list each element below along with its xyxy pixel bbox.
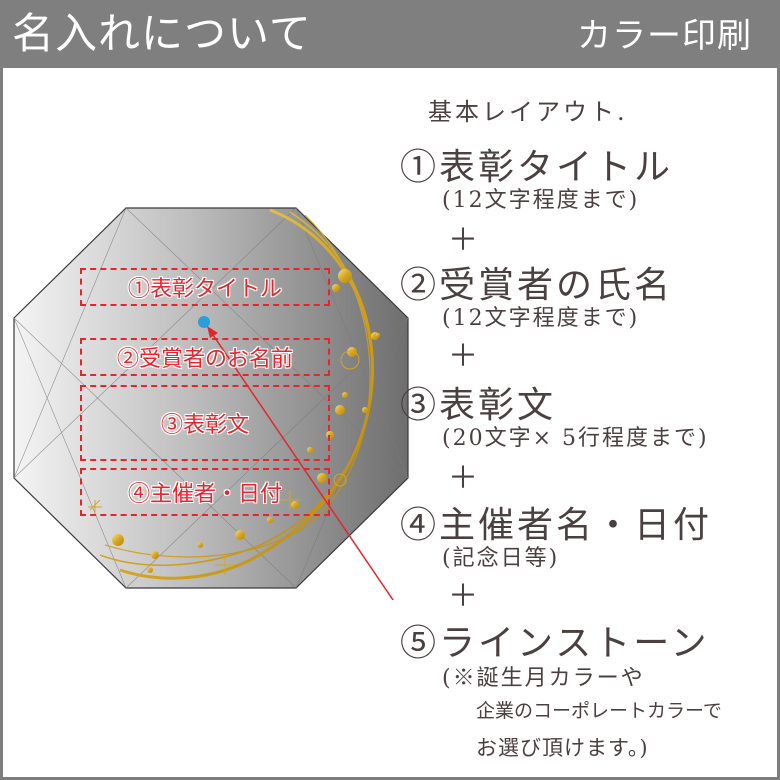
zone-label: ①表彰タイトル	[127, 277, 282, 302]
zone-award-title: ①表彰タイトル	[80, 268, 330, 306]
item-award-text: ③表彰文	[400, 385, 557, 426]
zone-label: ②受賞者のお名前	[116, 347, 293, 372]
header-bar: 名入れについて カラー印刷	[0, 0, 780, 68]
zone-organizer-date: ④主催者・日付	[80, 468, 330, 516]
item-organizer-date-note: (記念日等)	[442, 546, 560, 571]
zone-award-text: ③表彰文	[80, 385, 330, 461]
plus-icon: ＋	[448, 579, 478, 614]
zone-label: ③表彰文	[160, 413, 249, 438]
item-recipient-name-note: (12文字程度まで)	[442, 306, 640, 331]
item-rhinestone-note-line3: お選び頂けます。)	[476, 736, 649, 760]
zone-label: ④主催者・日付	[127, 482, 282, 507]
layout-heading: 基本レイアウト.	[428, 98, 628, 126]
item-rhinestone: ⑤ラインストーン	[400, 623, 710, 664]
zone-recipient-name: ②受賞者のお名前	[80, 338, 330, 376]
plus-icon: ＋	[448, 339, 478, 374]
item-rhinestone-note-line2: 企業のコーポレートカラーで	[476, 700, 722, 722]
rhinestone-marker-icon	[198, 316, 210, 328]
item-organizer-date: ④主催者名・日付	[400, 505, 713, 546]
print-type-label: カラー印刷	[577, 16, 752, 56]
plus-icon: ＋	[448, 461, 478, 496]
item-award-text-note: (20文字× 5行程度まで)	[442, 426, 709, 451]
plus-icon: ＋	[448, 223, 478, 258]
octagon-plaque-icon	[13, 207, 409, 600]
octagon-plaque-diagram: ①表彰タイトル ②受賞者のお名前 ③表彰文 ④主催者・日付	[0, 200, 420, 600]
item-award-title-note: (12文字程度まで)	[442, 188, 640, 213]
page-title: 名入れについて	[12, 9, 312, 58]
item-award-title: ①表彰タイトル	[400, 147, 674, 188]
item-recipient-name: ②受賞者の氏名	[400, 265, 674, 306]
item-rhinestone-note: (※誕生月カラーや	[442, 666, 645, 691]
arrow-head-icon	[207, 326, 218, 338]
